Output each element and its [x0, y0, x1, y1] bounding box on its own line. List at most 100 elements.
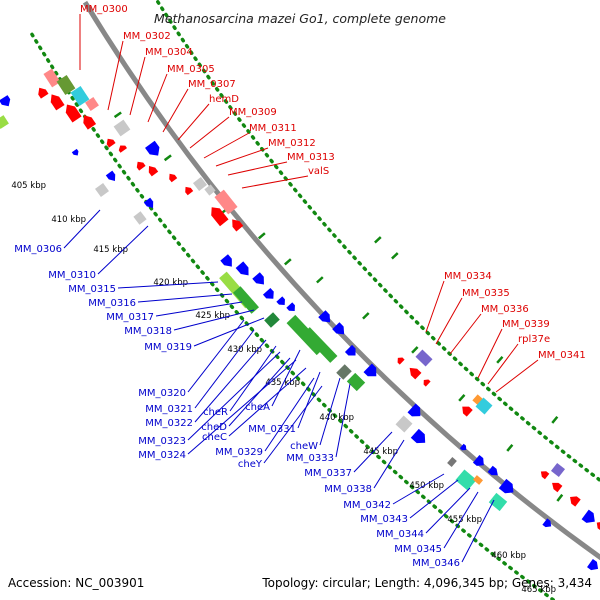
leader-fwd: [177, 103, 210, 141]
label-fwd: MM_0336: [481, 304, 529, 315]
label-fwd: MM_0304: [145, 47, 193, 58]
gene-rev-arrow: [472, 454, 484, 466]
gene-rev-box: [95, 183, 109, 197]
gc-dash: [374, 236, 382, 244]
gc-dash: [506, 443, 514, 452]
label-rev: cheR: [203, 407, 228, 418]
gene-fwd-arrow: [136, 161, 146, 171]
gene-fwd-box: [43, 68, 61, 88]
label-rev: MM_0329: [215, 447, 263, 458]
label-fwd: MM_0309: [229, 107, 277, 118]
accession-text: Accession: NC_003901: [8, 576, 144, 590]
gc-dash: [113, 111, 122, 119]
leader-rev: [194, 339, 267, 423]
gene-fwd-box: [56, 75, 76, 95]
leader-rev: [373, 439, 405, 489]
gene-rev-box: [232, 286, 260, 314]
label-fwd: MM_0302: [123, 31, 171, 42]
tick-label: 450 kbp: [409, 481, 444, 491]
leader-fwd: [162, 88, 189, 133]
label-leader-lines: [63, 14, 539, 563]
gene-fwd-arrow: [570, 496, 581, 507]
gene-rev-arrow: [407, 403, 421, 417]
leader-rev: [194, 329, 255, 409]
label-fwd: valS: [308, 166, 329, 177]
label-rev: MM_0338: [324, 484, 372, 495]
leader-rev: [353, 431, 393, 473]
leader-rev: [271, 349, 301, 407]
tick-label: 410 kbp: [51, 215, 86, 225]
tick-label: 445 kbp: [363, 447, 398, 457]
gene-fwd-arrow: [83, 115, 97, 130]
tick-label: 420 kbp: [153, 278, 188, 288]
leader-rev: [409, 479, 459, 519]
leader-fwd: [241, 175, 309, 189]
gc-dash: [163, 154, 172, 162]
label-fwd: MM_0341: [538, 350, 586, 361]
gene-fwd-arrow: [50, 94, 65, 111]
leader-rev: [228, 367, 307, 437]
gene-fwd-arrow: [148, 165, 159, 177]
label-fwd: MM_0311: [249, 123, 297, 134]
label-rev: MM_0310: [48, 270, 96, 281]
leader-rev: [425, 487, 471, 534]
leader-rev: [187, 351, 281, 441]
gene-rev-box: [455, 469, 477, 491]
label-fwd: MM_0300: [80, 4, 128, 15]
tick-label: 430 kbp: [227, 345, 262, 355]
gene-fwd-arrow: [423, 379, 431, 387]
gene-fwd-box: [550, 462, 566, 478]
gene-rev-arrow: [498, 478, 514, 494]
leader-rev: [264, 377, 315, 452]
gene-rev-arrow: [363, 363, 377, 377]
gene-fwd-arrow: [232, 219, 244, 232]
label-rev: MM_0315: [68, 284, 116, 295]
leader-fwd: [495, 359, 539, 393]
gene-rev-box: [113, 119, 131, 137]
gc-dots-outer: [30, 32, 557, 600]
gene-labels: MM_0300MM_0302MM_0304MM_0305MM_0307hemDM…: [14, 4, 585, 569]
leader-rev: [443, 491, 479, 549]
label-fwd: MM_0335: [462, 288, 510, 299]
gene-rev-arrow: [252, 272, 264, 285]
gene-fwd-arrow: [397, 357, 405, 365]
gene-rev-box: [133, 211, 147, 225]
gc-dash: [316, 276, 324, 284]
gene-rev-arrow: [459, 443, 467, 451]
label-rev: MM_0317: [106, 312, 154, 323]
gene-fwd-arrow: [211, 207, 229, 227]
gene-rev-box: [395, 415, 413, 433]
tick-label: 455 kbp: [447, 515, 482, 525]
label-rev: MM_0345: [394, 544, 442, 555]
gene-rev-arrow: [71, 148, 79, 156]
leader-rev: [97, 225, 149, 275]
label-rev: MM_0344: [376, 529, 424, 540]
leader-rev: [392, 473, 445, 505]
gene-fwd-arrow: [596, 521, 600, 531]
label-fwd: MM_0334: [444, 271, 492, 282]
map-title: Methanosarcina mazei Go1, complete genom…: [154, 11, 446, 26]
gene-fwd-arrow: [409, 367, 422, 380]
label-rev: MM_0331: [248, 424, 296, 435]
leader-rev: [155, 301, 243, 317]
gene-fwd-arrow: [38, 87, 49, 99]
gene-rev-arrow: [145, 140, 160, 156]
gene-rev-arrow: [344, 344, 356, 356]
gc-dash: [556, 493, 564, 502]
label-fwd: hemD: [209, 94, 239, 105]
tick-label: 465 kbp: [521, 585, 556, 595]
gene-rev-arrow: [262, 287, 274, 299]
label-rev: MM_0321: [145, 404, 193, 415]
gene-rev-arrow: [487, 465, 498, 476]
gene-fwd-arrow: [169, 173, 178, 183]
gene-fwd-box: [192, 176, 208, 192]
gene-features: [0, 68, 600, 571]
tick-label: 405 kbp: [11, 181, 46, 191]
gene-rev-arrow: [105, 170, 116, 182]
gene-rev-box: [488, 492, 508, 512]
gene-rev-box: [473, 475, 483, 485]
leader-rev: [297, 371, 321, 429]
label-fwd: MM_0305: [167, 64, 215, 75]
gene-rev-arrow: [0, 95, 11, 107]
